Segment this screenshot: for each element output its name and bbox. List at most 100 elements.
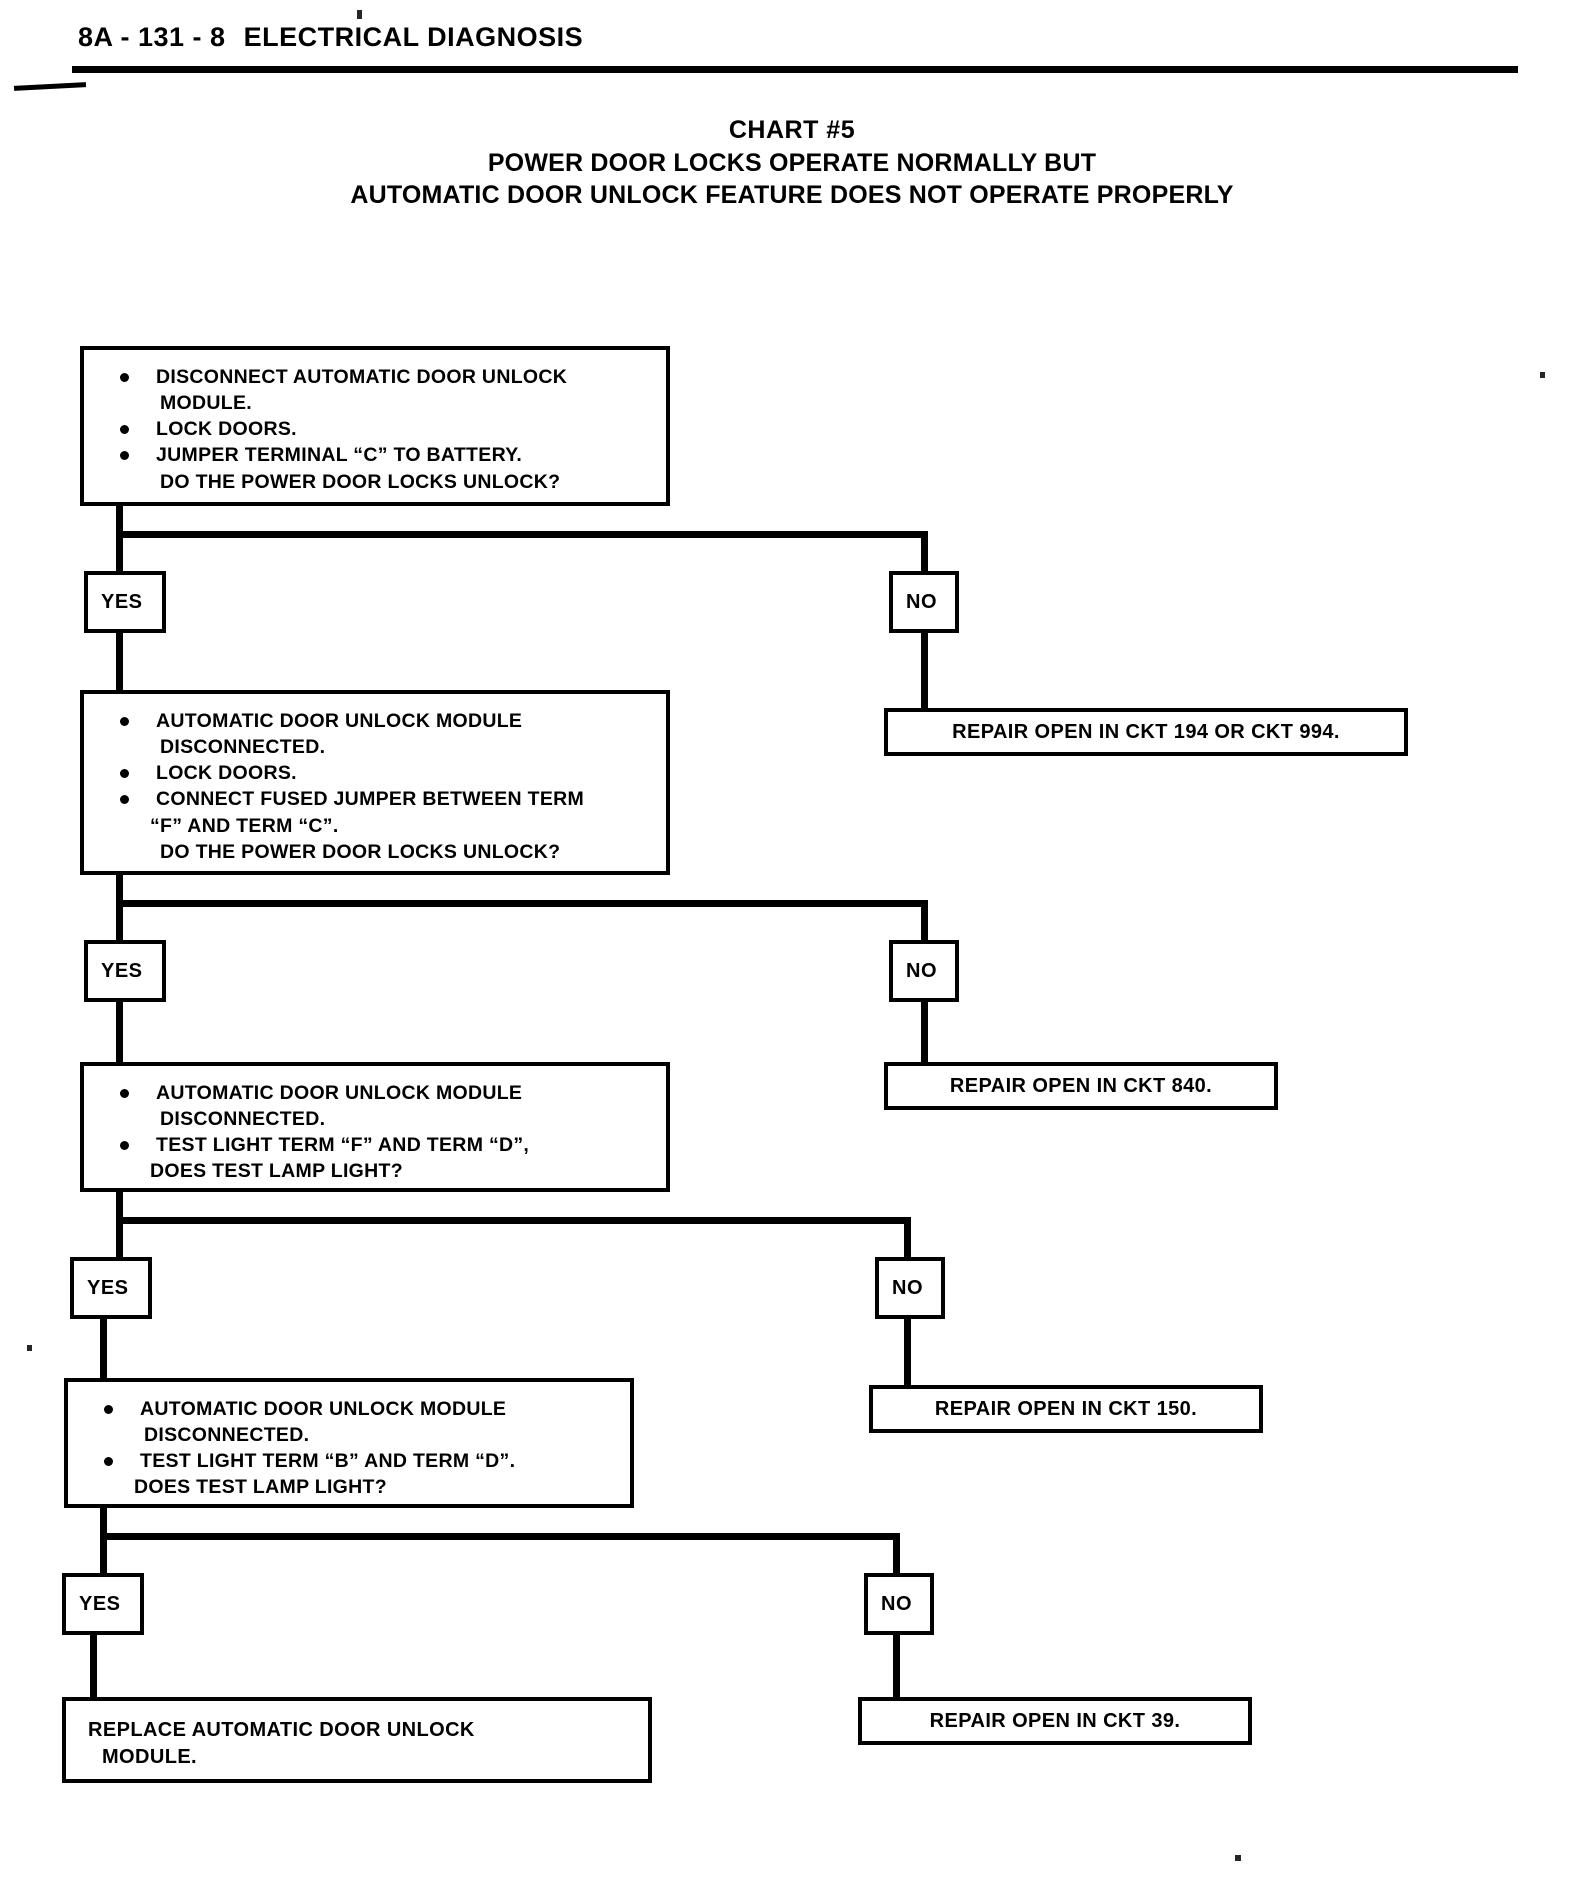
branch-no-4-label: NO [881,1592,912,1615]
step2-bullet-2: LOCK DOORS. [98,760,656,786]
step3-bullet-2-text: TEST LIGHT TERM “F” AND TERM “D”, [156,1134,530,1157]
connector-step2-down [116,875,123,907]
result-box-4: REPAIR OPEN IN CKT 39. [858,1697,1252,1745]
connector-yes1-down [116,633,123,690]
connector-no3-down [904,1319,911,1387]
step3-question: DOES TEST LAMP LIGHT? [150,1160,403,1183]
branch-no-1[interactable]: NO [889,571,959,633]
step3-bullet-2: TEST LIGHT TERM “F” AND TERM “D”, [98,1132,656,1158]
chart-title-line-2: POWER DOOR LOCKS OPERATE NORMALLY BUT [487,148,1097,177]
branch-yes-3[interactable]: YES [70,1257,152,1319]
step1-bullet-2-text: LOCK DOORS. [156,418,297,441]
connector-step4-horizontal [100,1533,900,1540]
connector-step2-to-yes [116,900,123,940]
branch-no-4[interactable]: NO [864,1573,934,1635]
bullet-icon [120,1089,129,1098]
final-action-line-2: MODULE. [102,1746,198,1768]
step4-bullet-2: TEST LIGHT TERM “B” AND TERM “D”. [82,1448,620,1474]
result-box-2-label: REPAIR OPEN IN CKT 840. [949,1074,1213,1097]
scan-speck [27,1345,32,1351]
branch-yes-1[interactable]: YES [84,571,166,633]
connector-yes2-down [116,1002,123,1062]
step3-bullet-1-cont: DISCONNECTED. [160,1108,326,1131]
connector-step1-horizontal [116,531,928,538]
step-box-3: AUTOMATIC DOOR UNLOCK MODULE DISCONNECTE… [80,1062,670,1192]
step2-bullet-1-text: AUTOMATIC DOOR UNLOCK MODULE [156,710,523,732]
connector-yes4-down [90,1635,97,1699]
branch-no-1-label: NO [906,590,937,613]
step-box-2: AUTOMATIC DOOR UNLOCK MODULE DISCONNECTE… [80,690,670,875]
branch-yes-2[interactable]: YES [84,940,166,1002]
branch-no-3-label: NO [892,1276,923,1299]
step-box-1: DISCONNECT AUTOMATIC DOOR UNLOCK MODULE.… [80,346,670,506]
connector-step3-horizontal [116,1217,911,1224]
final-action-line-1: REPLACE AUTOMATIC DOOR UNLOCK [88,1719,475,1741]
bullet-icon [104,1405,113,1414]
connector-step1-to-no [921,531,928,571]
branch-yes-4[interactable]: YES [62,1573,144,1635]
connector-no2-down [921,1002,928,1064]
step2-bullet-3: CONNECT FUSED JUMPER BETWEEN TERM [98,786,656,812]
step3-bullet-1: AUTOMATIC DOOR UNLOCK MODULE [98,1080,656,1106]
branch-no-2[interactable]: NO [889,940,959,1002]
step1-bullet-3-text: JUMPER TERMINAL “C” TO BATTERY. [156,444,523,467]
result-box-1-label: REPAIR OPEN IN CKT 194 OR CKT 994. [952,720,1340,743]
step1-question: DO THE POWER DOOR LOCKS UNLOCK? [160,470,561,493]
branch-yes-3-label: YES [87,1276,129,1299]
step1-bullet-1-cont: MODULE. [160,392,253,415]
step2-question: DO THE POWER DOOR LOCKS UNLOCK? [160,840,561,863]
step4-question: DOES TEST LAMP LIGHT? [134,1476,387,1499]
step4-bullet-2-text: TEST LIGHT TERM “B” AND TERM “D”. [140,1450,516,1473]
page-number: 8A - 131 - 8 [78,22,226,52]
result-box-1: REPAIR OPEN IN CKT 194 OR CKT 994. [884,708,1408,756]
bullet-icon [104,1457,113,1467]
connector-step4-down [100,1508,107,1540]
result-box-3: REPAIR OPEN IN CKT 150. [869,1385,1263,1433]
connector-step1-to-yes [116,531,123,571]
connector-step3-to-yes [116,1217,123,1257]
branch-yes-4-label: YES [79,1592,121,1615]
bullet-icon [120,425,129,435]
connector-step2-to-no [921,900,928,940]
result-box-2: REPAIR OPEN IN CKT 840. [884,1062,1278,1110]
bullet-icon [120,1141,129,1151]
chart-title-line-3: AUTOMATIC DOOR UNLOCK FEATURE DOES NOT O… [350,181,1234,209]
step2-bullet-2-text: LOCK DOORS. [156,762,297,785]
result-box-4-label: REPAIR OPEN IN CKT 39. [929,1709,1181,1732]
step4-bullet-1: AUTOMATIC DOOR UNLOCK MODULE [82,1396,620,1422]
corner-tick-mark [13,82,87,91]
connector-step4-to-yes [100,1533,107,1573]
header-divider [72,66,1518,73]
scan-speck [357,10,362,19]
step1-bullet-3: JUMPER TERMINAL “C” TO BATTERY. [98,442,656,468]
connector-step3-to-no [904,1217,911,1257]
step3-bullet-1-text: AUTOMATIC DOOR UNLOCK MODULE [156,1082,523,1104]
connector-step1-down [116,506,123,538]
scan-speck [1235,1855,1241,1861]
branch-no-2-label: NO [906,959,937,982]
scan-speck [1540,372,1545,378]
branch-no-3[interactable]: NO [875,1257,945,1319]
connector-step4-to-no [893,1533,900,1573]
branch-yes-1-label: YES [101,590,143,613]
branch-yes-2-label: YES [101,959,143,982]
final-action-box: REPLACE AUTOMATIC DOOR UNLOCK MODULE. [62,1697,652,1783]
step2-bullet-3-cont: “F” AND TERM “C”. [150,814,339,837]
bullet-icon [120,795,129,805]
bullet-icon [120,373,129,382]
step2-bullet-3-text: CONNECT FUSED JUMPER BETWEEN TERM [156,788,585,811]
page-header: 8A - 131 - 8 ELECTRICAL DIAGNOSIS [78,22,583,53]
connector-yes3-down [100,1319,107,1407]
bullet-icon [120,717,129,726]
step1-bullet-1: DISCONNECT AUTOMATIC DOOR UNLOCK [98,364,656,390]
connector-step2-horizontal [116,900,928,907]
step4-bullet-1-text: AUTOMATIC DOOR UNLOCK MODULE [140,1398,507,1420]
bullet-icon [120,769,129,779]
connector-no4-down [893,1635,900,1699]
step2-bullet-1-cont: DISCONNECTED. [160,736,326,759]
step-box-4: AUTOMATIC DOOR UNLOCK MODULE DISCONNECTE… [64,1378,634,1508]
result-box-3-label: REPAIR OPEN IN CKT 150. [934,1397,1198,1420]
section-title: ELECTRICAL DIAGNOSIS [243,22,584,52]
connector-step3-down [116,1192,123,1224]
step2-bullet-1: AUTOMATIC DOOR UNLOCK MODULE [98,708,656,734]
